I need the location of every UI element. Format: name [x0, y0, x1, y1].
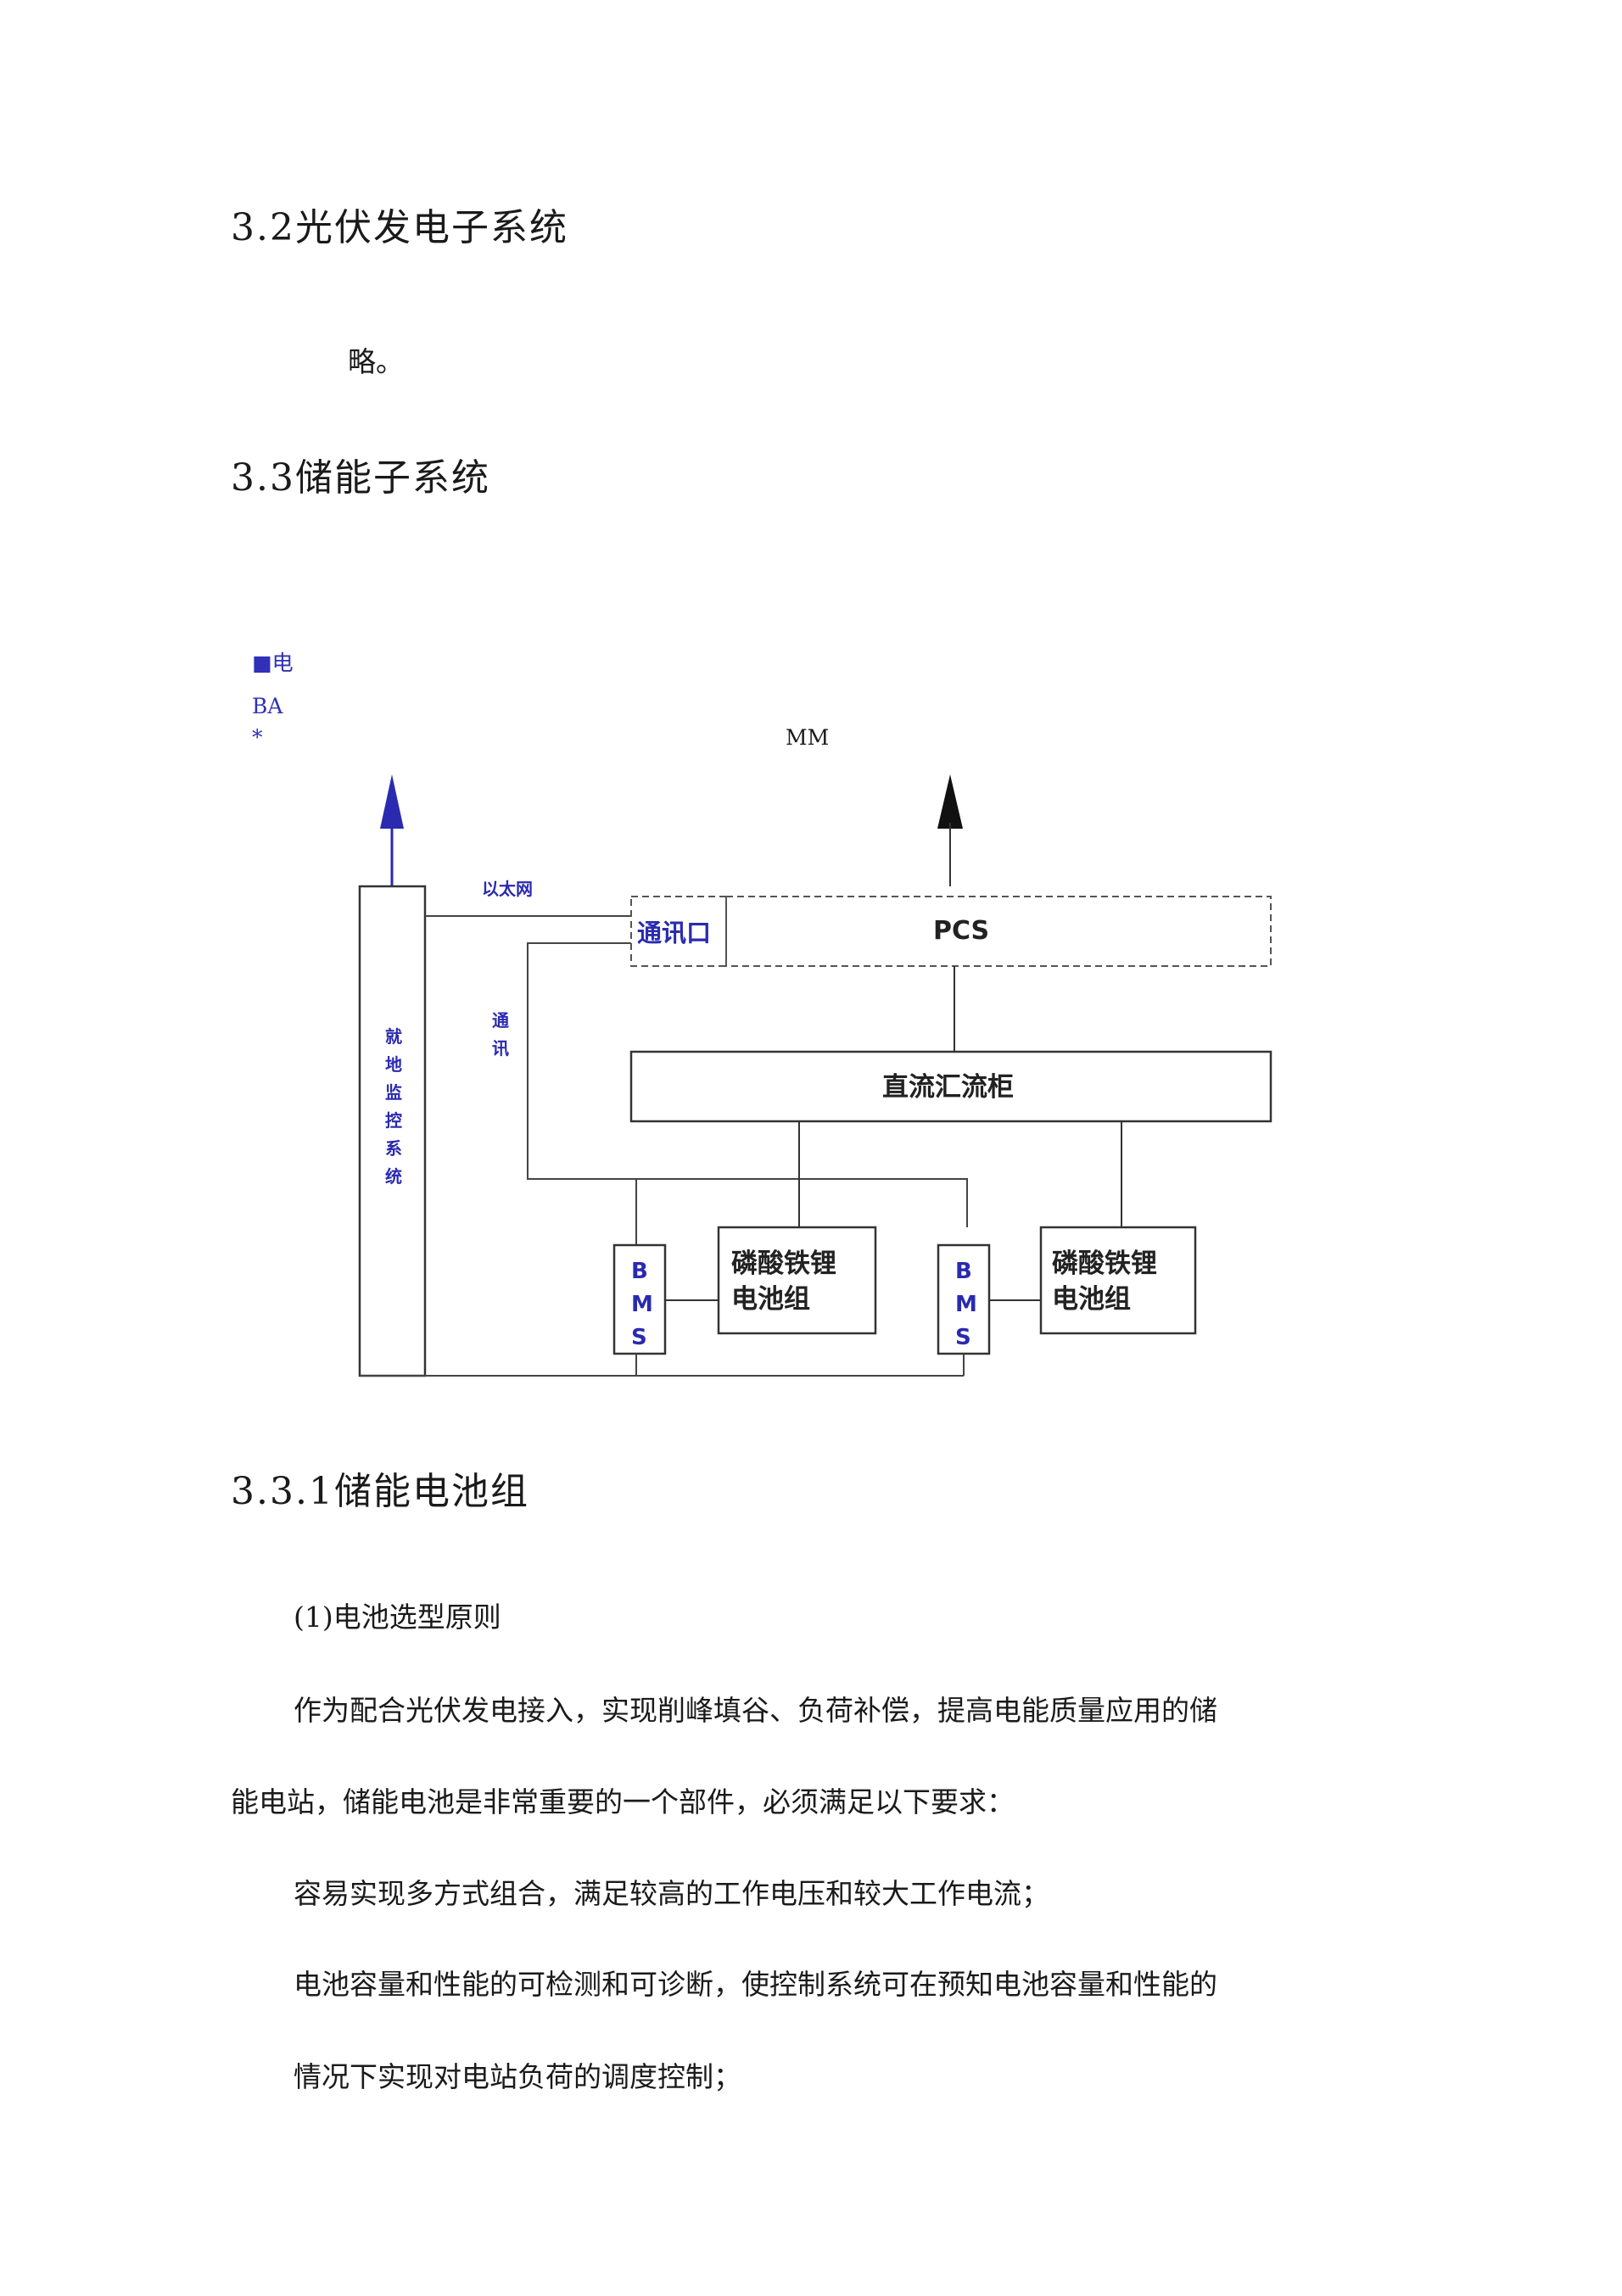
section-3-2-title: 3.2光伏发电子系统: [231, 206, 568, 249]
blue-up-arrow-icon: [380, 774, 404, 829]
battery2-label-line2: 电池组: [1052, 1284, 1131, 1315]
paragraph-3-line-1: 电池容量和性能的可检测和可诊断，使控制系统可在预知电池容量和性能的: [294, 1968, 1217, 2001]
pcs-label: PCS: [933, 916, 989, 946]
comm-vertical-char-2: 讯: [492, 1038, 509, 1059]
bms2-letter-m: M: [955, 1292, 977, 1317]
comm-line: [527, 942, 968, 1227]
comm-vertical-char-1: 通: [492, 1010, 509, 1031]
stray-text-line3: *: [252, 725, 263, 750]
bms2-letter-b: B: [955, 1259, 972, 1284]
bms-box-1: [612, 1243, 667, 1355]
battery1-label-line2: 电池组: [731, 1284, 810, 1315]
section-3-2-body: 略。: [348, 345, 404, 378]
monitor-char-2: 地: [385, 1054, 402, 1075]
comm-port-box: [630, 896, 727, 967]
bms-box-2: [937, 1243, 991, 1355]
paragraph-3-line-2: 情况下实现对电站负荷的调度控制；: [294, 2060, 741, 2093]
battery1-label-line1: 磷酸铁锂: [731, 1249, 836, 1279]
bms1-letter-s: S: [631, 1325, 647, 1350]
monitor-char-3: 监: [385, 1082, 402, 1103]
battery-box-1: [717, 1226, 877, 1335]
bms1-letter-b: B: [631, 1259, 648, 1284]
monitor-char-6: 统: [385, 1166, 402, 1187]
bms2-letter-s: S: [955, 1325, 971, 1350]
stray-text-line1: ■电: [252, 651, 294, 675]
dc-cabinet-box: [629, 1050, 1272, 1123]
monitor-char-5: 系: [385, 1138, 402, 1159]
monitor-char-1: 就: [385, 1026, 402, 1047]
battery2-label-line1: 磷酸铁锂: [1052, 1249, 1157, 1279]
local-monitor-box: [358, 885, 427, 1377]
paragraph-2: 容易实现多方式组合，满足较高的工作电压和较大工作电流；: [294, 1877, 1049, 1910]
bms1-letter-m: M: [631, 1292, 653, 1317]
paragraph-1-line-1: 作为配合光伏发电接入，实现削峰填谷、负荷补偿，提高电能质量应用的储: [294, 1694, 1217, 1727]
stray-text-line2: BA: [252, 694, 283, 718]
ethernet-label: 以太网: [482, 879, 533, 899]
black-up-arrow-icon: [937, 774, 963, 829]
comm-port-label: 通讯口: [637, 919, 711, 947]
pcs-box: [725, 896, 1272, 967]
stray-text-mm: MM: [786, 725, 830, 750]
paragraph-1-line-2: 能电站，储能电池是非常重要的一个部件，必须满足以下要求：: [231, 1785, 1015, 1818]
monitor-char-4: 控: [385, 1110, 402, 1131]
subheading-selection-principle: (1)电池选型原则: [294, 1600, 501, 1634]
dc-cabinet-label: 直流汇流柜: [882, 1072, 1014, 1103]
section-3-3-1-title: 3.3.1储能电池组: [231, 1470, 529, 1513]
battery-box-2: [1039, 1226, 1197, 1335]
section-3-3-title: 3.3储能子系统: [231, 456, 490, 500]
